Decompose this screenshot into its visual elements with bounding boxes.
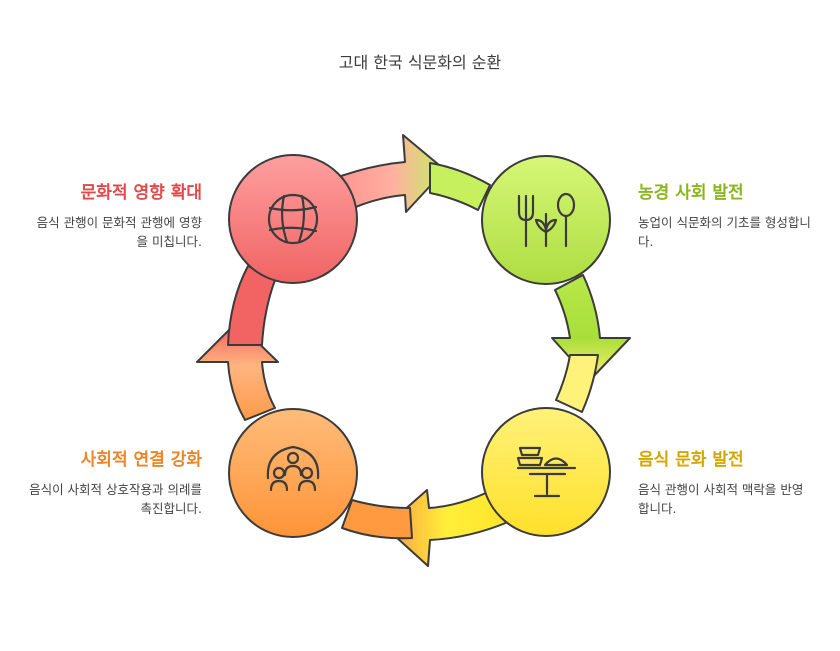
node-food bbox=[481, 407, 611, 537]
stage-desc-social: 음식이 사회적 상호작용과 의례를 촉진합니다. bbox=[29, 482, 202, 516]
fork-spoon-sprout-icon bbox=[517, 192, 576, 248]
stage-label-social: 사회적 연결 강화 bbox=[80, 450, 202, 470]
stage-label-agriculture: 농경 사회 발전 bbox=[638, 183, 744, 203]
globe-icon bbox=[267, 193, 319, 245]
stage-desc-food: 음식 관행이 사회적 맥락을 반영합니다. bbox=[638, 482, 804, 516]
diagram-title: 고대 한국 식문화의 순환 bbox=[338, 53, 502, 72]
dishes-on-stand-icon bbox=[516, 446, 577, 498]
people-group-icon bbox=[266, 445, 320, 492]
arrow-food-to-social bbox=[341, 489, 509, 567]
stage-label-food: 음식 문화 발전 bbox=[638, 450, 744, 470]
stage-desc-culture: 음식 관행이 문화적 관행에 영향을 미칩니다. bbox=[36, 215, 202, 249]
arrow-culture-to-agriculture bbox=[329, 134, 491, 213]
node-agriculture bbox=[481, 155, 611, 285]
arrow-social-to-culture bbox=[196, 265, 279, 421]
stage-label-culture: 문화적 영향 확대 bbox=[80, 183, 202, 203]
arrow-agriculture-to-food bbox=[551, 274, 631, 413]
stage-desc-agriculture: 농업이 식문화의 기초를 형성합니다. bbox=[638, 215, 811, 249]
node-social bbox=[228, 408, 358, 538]
node-culture bbox=[228, 154, 358, 284]
